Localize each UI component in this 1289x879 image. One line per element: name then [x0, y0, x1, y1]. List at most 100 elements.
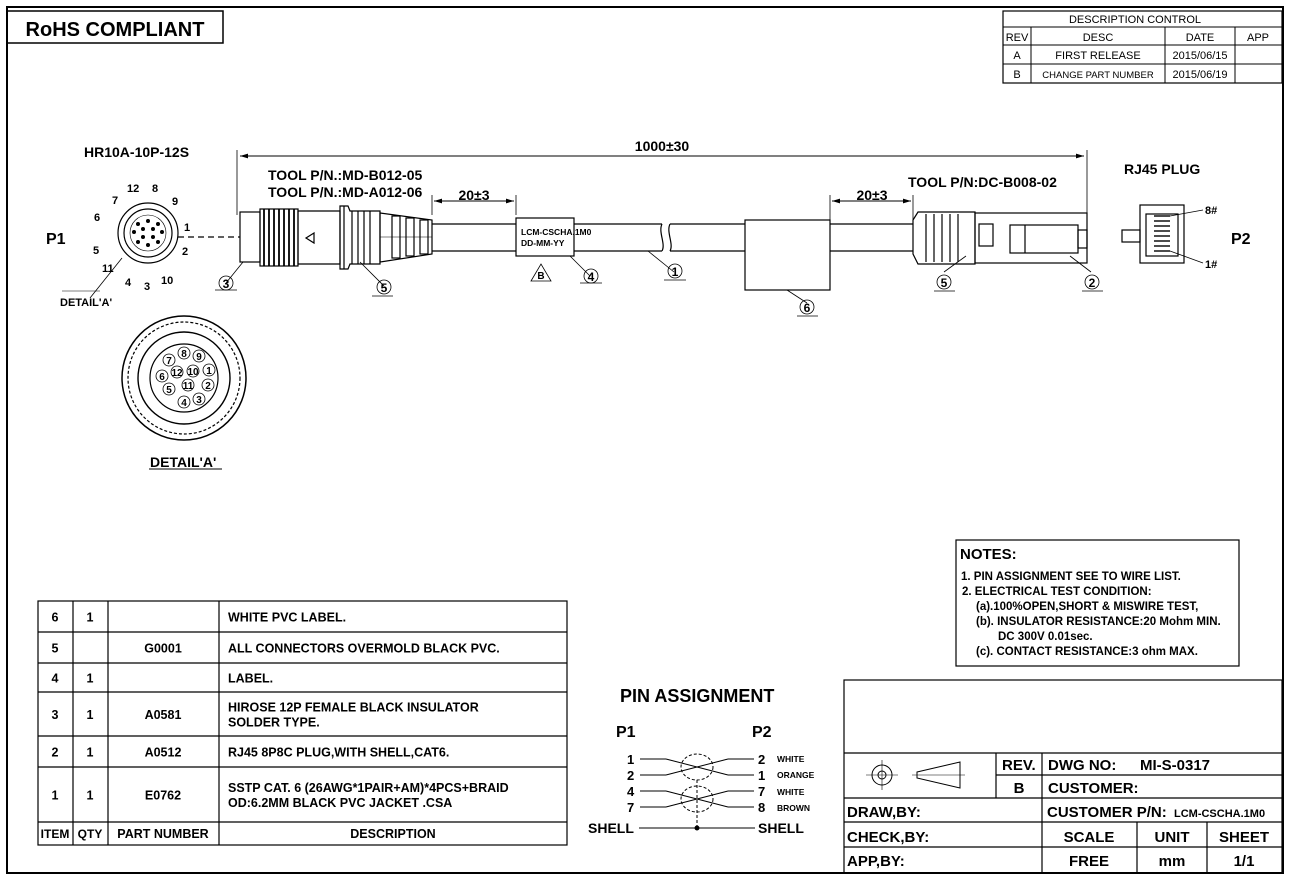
p1-part-number: HR10A-10P-12S [84, 144, 189, 160]
face-pin-8: 8 [152, 183, 158, 195]
bom-part-number: A0512 [145, 746, 182, 760]
bom-header-item: ITEM [41, 827, 70, 841]
bom-qty: 1 [87, 672, 94, 686]
wire-color-1: WHITE [777, 754, 805, 764]
detail-pin-5: 5 [166, 385, 172, 396]
p1-label: P1 [46, 231, 66, 248]
bom-qty: 1 [87, 611, 94, 625]
face-pin-1: 1 [184, 222, 190, 234]
face-pin-12: 12 [127, 183, 139, 195]
pin-left-7: 7 [627, 800, 634, 815]
p2-label: P2 [1231, 231, 1251, 248]
wire-color-4: BROWN [777, 803, 810, 813]
rj45-plug-label: RJ45 PLUG [1124, 161, 1200, 177]
bom-item: 3 [52, 708, 59, 722]
tb-unit-value: mm [1159, 853, 1186, 870]
face-pin-3: 3 [144, 281, 150, 293]
bom-description: HIROSE 12P FEMALE BLACK INSULATOR [228, 701, 479, 715]
revision-triangle-label: B [537, 271, 544, 282]
detail-pin-6: 6 [159, 372, 165, 383]
tool-pn-p1-b: TOOL P/N.:MD-A012-06 [268, 184, 423, 200]
wire-color-3: WHITE [777, 787, 805, 797]
pin-assignment: PIN ASSIGNMENT P1 P2 1 2 4 7 [588, 686, 815, 836]
bom-item: 4 [52, 672, 59, 686]
bom-description: ALL CONNECTORS OVERMOLD BLACK PVC. [228, 642, 500, 656]
face-pin-10: 10 [161, 275, 173, 287]
bom-header-part: PART NUMBER [117, 827, 208, 841]
bom-description: SOLDER TYPE. [228, 716, 320, 730]
bom-header-qty: QTY [78, 827, 103, 841]
rev-b-desc: CHANGE PART NUMBER [1042, 70, 1154, 81]
bom-item: 5 [52, 642, 59, 656]
title-block: REV. B DWG NO: MI-S-0317 CUSTOMER: CUSTO… [843, 679, 1283, 874]
pin-left-1: 1 [627, 752, 634, 767]
note-line-3: (a).100%OPEN,SHORT & MISWIRE TEST, [976, 601, 1198, 613]
bom-part-number: E0762 [145, 789, 181, 803]
detail-pin-9: 9 [196, 352, 202, 363]
note-line-1: 1. PIN ASSIGNMENT SEE TO WIRE LIST. [961, 571, 1181, 583]
detail-a-small-label: DETAIL'A' [60, 297, 112, 309]
face-pin-9: 9 [172, 196, 178, 208]
face-pin-7: 7 [112, 195, 118, 207]
tb-unit-label: UNIT [1155, 829, 1190, 846]
note-line-4: (b). INSULATOR RESISTANCE:20 Mohm MIN. [976, 616, 1221, 628]
dim-right: 20±3 [856, 187, 887, 203]
bom-part-number: G0001 [144, 642, 182, 656]
callout-4: 4 [588, 270, 595, 284]
bom-description: RJ45 8P8C PLUG,WITH SHELL,CAT6. [228, 746, 449, 760]
rohs-label: RoHS COMPLIANT [26, 19, 205, 41]
note-line-5: DC 300V 0.01sec. [998, 631, 1093, 643]
cable-drawing [62, 150, 1204, 470]
tb-sheet-value: 1/1 [1234, 853, 1255, 870]
bom-qty: 1 [87, 746, 94, 760]
overall-length: 1000±30 [635, 138, 690, 154]
rev-b-date: 2015/06/19 [1172, 69, 1227, 81]
rev-header-date: DATE [1186, 32, 1215, 44]
callout-3: 3 [223, 277, 230, 291]
rohs-box: RoHS COMPLIANT [6, 10, 224, 44]
wire-color-2: ORANGE [777, 770, 815, 780]
tb-scale-value: FREE [1069, 853, 1109, 870]
detail-a-label: DETAIL'A' [150, 454, 216, 470]
face-pin-11: 11 [102, 263, 114, 275]
drawing-border [6, 6, 1284, 874]
tb-dwg-label: DWG NO: [1048, 757, 1116, 774]
rev-a-date: 2015/06/15 [1172, 50, 1227, 62]
face-pin-4: 4 [125, 277, 132, 289]
pin-right-7: 7 [758, 784, 765, 799]
bom-description: WHITE PVC LABEL. [228, 611, 346, 625]
tool-pn-p2: TOOL P/N:DC-B008-02 [908, 174, 1057, 190]
face-pin-6: 6 [94, 212, 100, 224]
rev-header-rev: REV [1006, 32, 1029, 44]
detail-pin-1: 1 [206, 366, 212, 377]
note-line-6: (c). CONTACT RESISTANCE:3 ohm MAX. [976, 646, 1198, 658]
callout-2: 2 [1089, 276, 1096, 290]
pin-left-2: 2 [627, 768, 634, 783]
rev-b: B [1013, 69, 1020, 81]
tb-customer: CUSTOMER: [1048, 780, 1139, 797]
rj45-pin-8: 8# [1205, 205, 1217, 217]
pin-left-4: 4 [627, 784, 635, 799]
bom-item: 2 [52, 746, 59, 760]
tb-dwg-value: MI-S-0317 [1140, 757, 1210, 774]
detail-pin-4: 4 [181, 398, 187, 409]
rev-a: A [1013, 50, 1021, 62]
pin-right-2: 2 [758, 752, 765, 767]
bom-item: 1 [52, 789, 59, 803]
rev-a-desc: FIRST RELEASE [1055, 50, 1140, 62]
detail-pin-3: 3 [196, 395, 202, 406]
tb-customer-pn-value: LCM-CSCHA.1M0 [1174, 808, 1265, 820]
callout-1: 1 [672, 265, 679, 279]
shell-left: SHELL [588, 820, 634, 836]
pin-p2-label: P2 [752, 724, 772, 741]
bom-item: 6 [52, 611, 59, 625]
rj45-pin-1: 1# [1205, 259, 1217, 271]
detail-pin-12: 12 [171, 368, 183, 379]
label-text-line2: DD-MM-YY [521, 238, 565, 248]
callout-6: 6 [804, 301, 811, 315]
label-text-line1: LCM-CSCHA.1M0 [521, 227, 592, 237]
bom-qty: 1 [87, 789, 94, 803]
detail-pin-8: 8 [181, 349, 187, 360]
rev-table-title: DESCRIPTION CONTROL [1069, 14, 1201, 26]
